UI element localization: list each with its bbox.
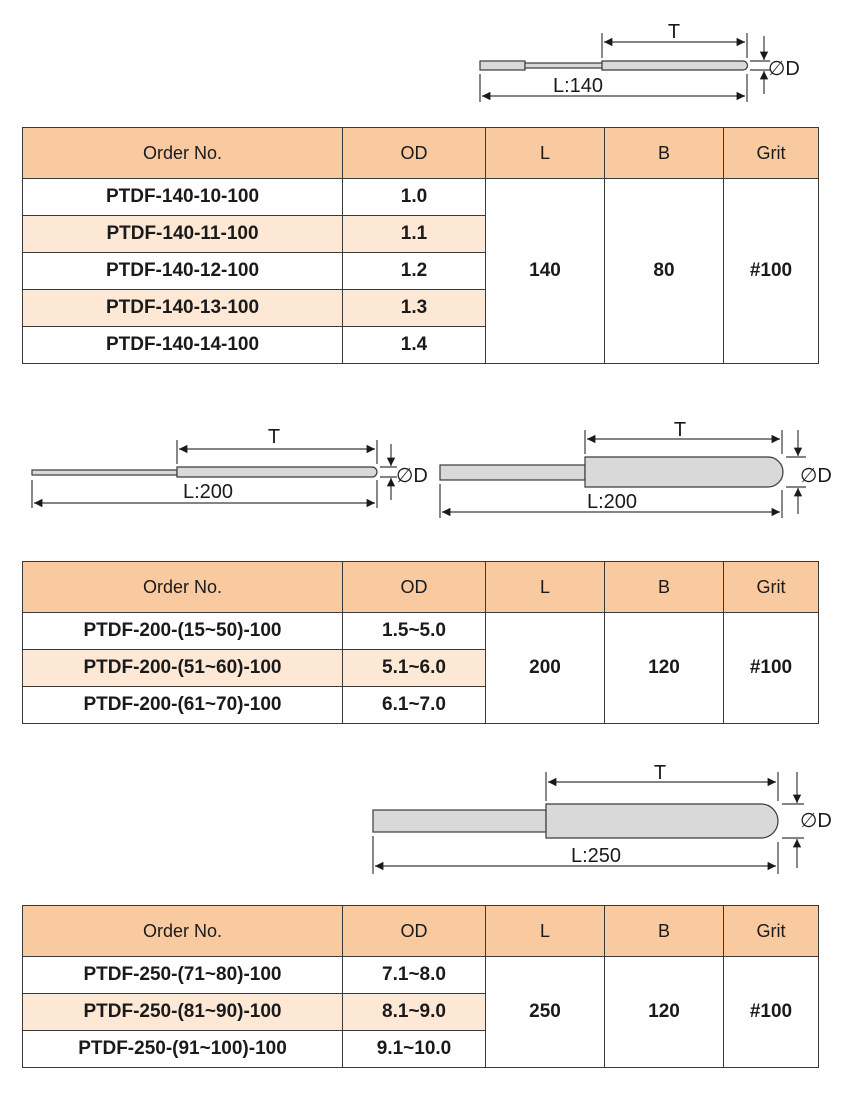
order-no-cell: PTDF-140-11-100	[22, 215, 343, 253]
header-order-no: Order No.	[22, 127, 343, 179]
grit-cell: #100	[723, 612, 819, 724]
order-no-cell: PTDF-140-13-100	[22, 289, 343, 327]
od-cell: 6.1~7.0	[342, 686, 486, 724]
table-row: PTDF-200-(61~70)-100 6.1~7.0	[22, 686, 819, 724]
header-row: Order No. OD L B Grit	[22, 905, 819, 957]
table-row: PTDF-140-14-100 1.4	[22, 326, 819, 364]
l-label: L:200	[587, 491, 637, 513]
table-row: PTDF-140-10-100 1.0 140 80 #100	[22, 178, 819, 364]
header-l: L	[485, 905, 605, 957]
diagram-200-thick	[439, 430, 806, 518]
od-cell: 5.1~6.0	[342, 649, 486, 687]
header-row: Order No. OD L B Grit	[22, 561, 819, 613]
b-cell: 80	[604, 178, 724, 364]
header-order-no: Order No.	[22, 561, 343, 613]
order-no-cell: PTDF-140-12-100	[22, 252, 343, 290]
header-od: OD	[342, 127, 486, 179]
spec-table-250: Order No. OD L B Grit PTDF-250-(71~80)-1…	[22, 905, 819, 1068]
l-cell: 200	[485, 612, 605, 724]
grit-cell: #100	[723, 178, 819, 364]
od-cell: 1.1	[342, 215, 486, 253]
header-l: L	[485, 127, 605, 179]
diameter-label: ∅D	[800, 465, 832, 487]
order-no-cell: PTDF-250-(71~80)-100	[22, 956, 343, 994]
od-cell: 1.2	[342, 252, 486, 290]
diagram-200-thin	[31, 440, 397, 508]
b-cell: 120	[604, 956, 724, 1068]
header-grit: Grit	[723, 127, 819, 179]
l-label: L:140	[553, 75, 603, 97]
diameter-label: ∅D	[800, 810, 832, 832]
table-row: PTDF-200-(15~50)-100 1.5~5.0 200 120 #10…	[22, 612, 819, 724]
t-label: T	[674, 419, 686, 441]
diagram-140	[479, 33, 770, 102]
diagram-250	[372, 772, 804, 874]
table-row: PTDF-140-12-100 1.2	[22, 252, 819, 290]
t-label: T	[268, 426, 280, 448]
t-label: T	[668, 21, 680, 43]
table-row: PTDF-250-(71~80)-100 7.1~8.0 250 120 #10…	[22, 956, 819, 1068]
order-no-cell: PTDF-200-(51~60)-100	[22, 649, 343, 687]
table-row: PTDF-250-(91~100)-100 9.1~10.0	[22, 1030, 819, 1068]
header-row: Order No. OD L B Grit	[22, 127, 819, 179]
od-cell: 1.0	[342, 178, 486, 216]
l-label: L:250	[571, 845, 621, 867]
table-row: PTDF-140-11-100 1.1	[22, 215, 819, 253]
od-cell: 7.1~8.0	[342, 956, 486, 994]
order-no-cell: PTDF-250-(81~90)-100	[22, 993, 343, 1031]
od-cell: 1.5~5.0	[342, 612, 486, 650]
order-no-cell: PTDF-200-(15~50)-100	[22, 612, 343, 650]
header-grit: Grit	[723, 561, 819, 613]
header-grit: Grit	[723, 905, 819, 957]
header-od: OD	[342, 561, 486, 613]
table-row: PTDF-200-(51~60)-100 5.1~6.0	[22, 649, 819, 687]
spec-table-140: Order No. OD L B Grit PTDF-140-10-100 1.…	[22, 127, 819, 364]
order-no-cell: PTDF-140-10-100	[22, 178, 343, 216]
table-row: PTDF-140-13-100 1.3	[22, 289, 819, 327]
order-no-cell: PTDF-140-14-100	[22, 326, 343, 364]
header-l: L	[485, 561, 605, 613]
header-b: B	[604, 561, 724, 613]
l-label: L:200	[183, 481, 233, 503]
od-cell: 8.1~9.0	[342, 993, 486, 1031]
diameter-label: ∅D	[768, 58, 800, 80]
header-order-no: Order No.	[22, 905, 343, 957]
order-no-cell: PTDF-250-(91~100)-100	[22, 1030, 343, 1068]
od-cell: 1.4	[342, 326, 486, 364]
header-b: B	[604, 127, 724, 179]
b-cell: 120	[604, 612, 724, 724]
order-no-cell: PTDF-200-(61~70)-100	[22, 686, 343, 724]
l-cell: 140	[485, 178, 605, 364]
grit-cell: #100	[723, 956, 819, 1068]
diameter-label: ∅D	[396, 465, 428, 487]
header-od: OD	[342, 905, 486, 957]
header-b: B	[604, 905, 724, 957]
spec-table-200: Order No. OD L B Grit PTDF-200-(15~50)-1…	[22, 561, 819, 724]
l-cell: 250	[485, 956, 605, 1068]
t-label: T	[654, 762, 666, 784]
od-cell: 9.1~10.0	[342, 1030, 486, 1068]
od-cell: 1.3	[342, 289, 486, 327]
